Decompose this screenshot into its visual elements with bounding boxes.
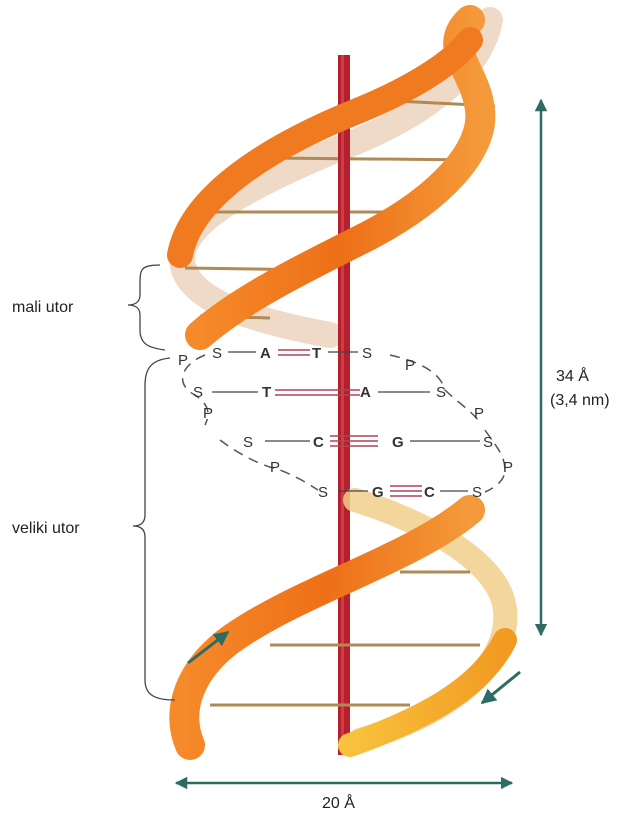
major-groove-brace	[132, 357, 176, 701]
sugar-label: S	[362, 345, 372, 362]
sugar-label: S	[243, 434, 253, 451]
minor-groove-label: mali utor	[12, 299, 74, 316]
base-label: T	[262, 384, 271, 401]
strand-direction-arrow-down	[480, 670, 521, 705]
base-label: G	[372, 484, 384, 501]
phosphate-label: P	[270, 459, 280, 476]
sugar-label: S	[193, 384, 203, 401]
base-pair-rungs-lower	[210, 570, 480, 707]
pitch-nm-label: (3,4 nm)	[550, 392, 610, 409]
base-label: A	[260, 345, 271, 362]
base-label: A	[360, 384, 371, 401]
backbone-dashes	[181, 354, 506, 493]
sugar-label: S	[318, 484, 328, 501]
base-label: C	[313, 434, 324, 451]
front-strand-upper	[185, 5, 496, 350]
phosphate-label: P	[503, 459, 513, 476]
phosphate-label: P	[474, 405, 484, 422]
sugar-label: S	[212, 345, 222, 362]
sugar-base-links	[212, 351, 480, 492]
width-label: 20 Å	[322, 793, 355, 812]
phosphate-label: P	[405, 357, 415, 374]
base-label: T	[312, 345, 321, 362]
sugar-label: S	[436, 384, 446, 401]
base-label: C	[424, 484, 435, 501]
strand-direction-arrow-up	[187, 630, 230, 665]
sugar-label: S	[472, 484, 482, 501]
minor-groove-brace	[127, 264, 166, 351]
hydrogen-bonds	[275, 349, 422, 497]
major-groove-label: veliki utor	[12, 520, 80, 537]
pitch-value-label: 34 Å	[556, 366, 589, 385]
phosphate-label: P	[178, 352, 188, 369]
base-label: G	[392, 434, 404, 451]
phosphate-label: P	[203, 405, 213, 422]
front-strand-lower	[169, 495, 485, 760]
sugar-label: S	[483, 434, 493, 451]
